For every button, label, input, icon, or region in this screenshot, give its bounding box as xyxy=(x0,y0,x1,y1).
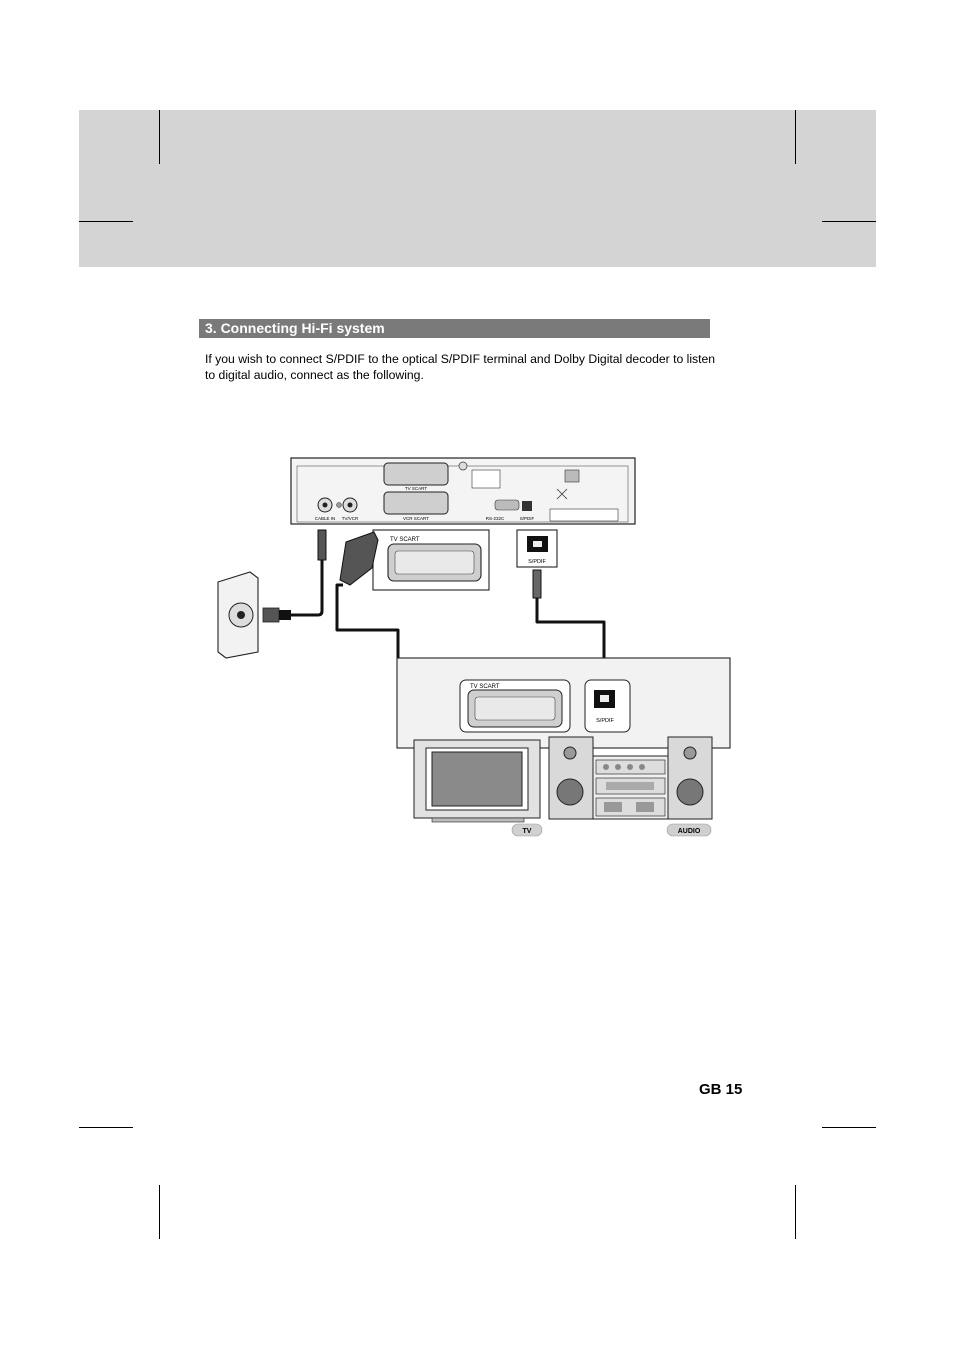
receiver-rear-panel: TV SCART VCR SCART RS-232C S/PDIF CABLE … xyxy=(290,457,636,525)
audio-tag-label: AUDIO xyxy=(678,828,701,835)
panel-spdif-label: S/PDIF xyxy=(596,718,614,724)
intro-line: to digital audio, connect as the followi… xyxy=(205,368,424,382)
scart-callout: TV SCART xyxy=(372,529,490,591)
equipment-rear-panel: TV SCART S/PDIF xyxy=(396,657,731,749)
crop-mark xyxy=(79,1127,133,1128)
tv-tag xyxy=(511,823,543,837)
scart-plug-icon xyxy=(339,531,379,586)
header-band xyxy=(79,110,876,267)
crop-mark xyxy=(822,1127,876,1128)
crop-mark xyxy=(822,221,876,222)
callout-scart-label: TV SCART xyxy=(390,537,420,543)
spdif-callout: S/PDIF xyxy=(516,529,558,568)
receiver-cable-in-label: CABLE IN xyxy=(315,516,336,521)
audio-system-icon xyxy=(548,736,713,820)
callout-spdif-label: S/PDIF xyxy=(528,559,546,565)
receiver-rs232-label: RS-232C xyxy=(486,516,505,521)
crop-mark xyxy=(795,1185,796,1239)
section-heading-bar xyxy=(199,319,710,338)
tv-icon xyxy=(413,739,541,823)
receiver-vcr-scart-label: VCR SCART xyxy=(403,516,429,521)
audio-tag xyxy=(666,823,712,837)
section-title: 3. Connecting Hi-Fi system xyxy=(205,320,385,336)
receiver-spdif-label: S/PDIF xyxy=(520,516,535,521)
receiver-tv-scart-label: TV SCART xyxy=(405,486,427,491)
optical-cable xyxy=(535,598,606,662)
tv-tag-label: TV xyxy=(523,828,532,835)
panel-scart-label: TV SCART xyxy=(470,684,500,690)
intro-line: If you wish to connect S/PDIF to the opt… xyxy=(205,352,716,366)
receiver-tv-vcr-label: TV/VCR xyxy=(342,516,359,521)
intro-paragraph: If you wish to connect S/PDIF to the opt… xyxy=(205,351,750,383)
antenna-cable xyxy=(291,560,324,617)
page-number: GB 15 xyxy=(699,1081,743,1098)
crop-mark xyxy=(795,110,796,164)
crop-mark xyxy=(79,221,133,222)
connection-diagram: TV SCART VCR SCART RS-232C S/PDIF CABLE … xyxy=(217,457,731,837)
crop-mark xyxy=(159,1185,160,1239)
wall-antenna-outlet xyxy=(217,571,291,659)
crop-mark xyxy=(159,110,160,164)
